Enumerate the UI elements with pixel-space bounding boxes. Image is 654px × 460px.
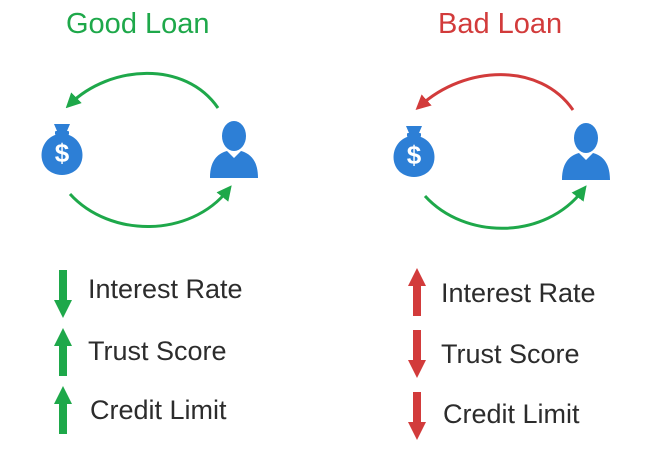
good-metric-credit-limit: Credit Limit (90, 395, 227, 425)
person-icon (210, 121, 258, 178)
money-bag-icon: $ (41, 124, 83, 175)
bad-top-arc-arrow (415, 73, 575, 111)
bad-metric-trust-score: Trust Score (441, 339, 580, 369)
good-bottom-arc-arrow (68, 185, 232, 228)
good-metric-trust-score: Trust Score (88, 336, 227, 366)
arrow-up-icon (54, 386, 72, 434)
arrow-up-icon (408, 268, 426, 316)
arrow-down-icon (408, 330, 426, 378)
good-metric-interest-rate: Interest Rate (88, 274, 243, 304)
person-icon (562, 123, 610, 180)
money-bag-icon: $ (393, 126, 435, 177)
money-bag-symbol: $ (55, 138, 70, 168)
arrow-down-icon (408, 392, 426, 440)
arrow-up-icon (54, 328, 72, 376)
bad-bottom-arc-arrow (423, 185, 587, 230)
bad-metric-interest-rate: Interest Rate (441, 278, 596, 308)
money-bag-symbol: $ (407, 140, 422, 170)
arrow-down-icon (54, 270, 72, 318)
bad-loan-title: Bad Loan (438, 8, 563, 40)
bad-metric-credit-limit: Credit Limit (443, 399, 580, 429)
good-loan-title: Good Loan (66, 8, 210, 40)
good-top-arc-arrow (65, 71, 220, 109)
loan-cycles: $ $ (41, 71, 610, 230)
